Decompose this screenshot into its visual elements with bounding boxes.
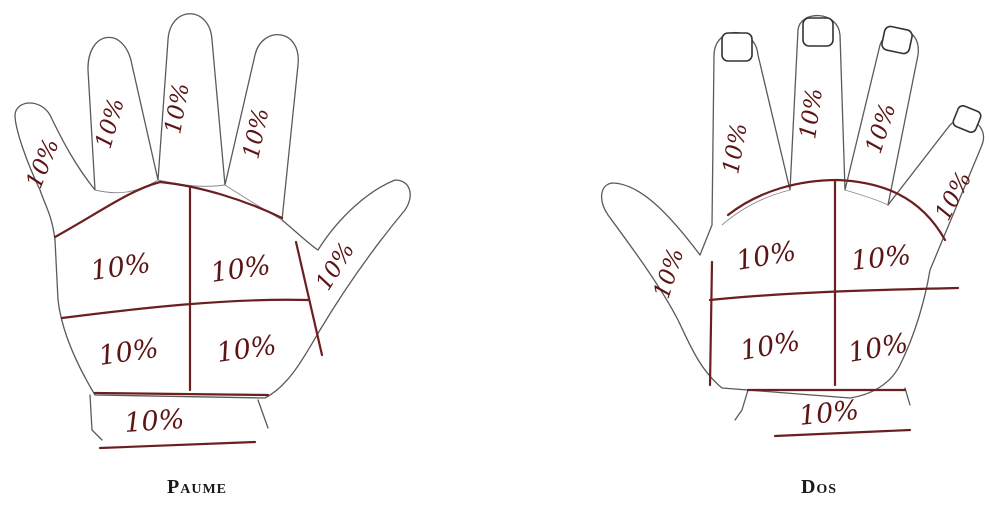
palm-label-upper-right: 10% <box>209 250 273 289</box>
palm-caption: Paume <box>97 476 297 499</box>
back-label-wrist: 10% <box>797 395 860 432</box>
back-label-lower-left: 10% <box>738 326 802 367</box>
palm-label-index-finger: 10% <box>238 106 274 161</box>
palm-label-ring-finger: 10% <box>91 95 130 151</box>
back-grid-underline <box>775 430 910 436</box>
back-label-middle-finger: 10% <box>795 87 828 141</box>
palm-grid-wrist <box>95 393 268 395</box>
back-label-little-finger: 10% <box>930 167 977 224</box>
back-wrist-left <box>735 390 748 420</box>
palm-grid-underline <box>100 442 255 448</box>
palm-grid-top <box>55 182 282 237</box>
back-label-thumb: 10% <box>649 245 690 302</box>
palm-label-upper-left: 10% <box>89 248 153 287</box>
middle-fingernail <box>803 18 833 46</box>
back-grid-thumb <box>710 262 712 385</box>
back-grid-top <box>728 180 945 240</box>
back-label-index-finger: 10% <box>718 121 752 176</box>
palm-label-thumb: 10% <box>311 238 360 295</box>
palm-grid-thumb <box>296 242 322 355</box>
back-label-ring-finger: 10% <box>861 100 902 157</box>
index-fingernail <box>722 33 752 61</box>
little-fingernail <box>952 104 982 133</box>
back-crease-1 <box>722 190 790 225</box>
back-hand: 10% 10% 10% 10% 10% 10% 10% 10% 10% 10% <box>602 16 984 436</box>
palm-label-lower-right: 10% <box>215 330 279 369</box>
back-caption: Dos <box>719 476 919 499</box>
palm-hand-outline <box>15 14 410 398</box>
ring-fingernail <box>881 25 913 54</box>
back-label-upper-left: 10% <box>734 236 798 277</box>
palm-label-lower-left: 10% <box>97 333 161 372</box>
palm-hand: 10% 10% 10% 10% 10% 10% 10% 10% 10% 10% <box>15 14 410 448</box>
back-label-upper-right: 10% <box>849 240 912 277</box>
palm-label-middle-finger: 10% <box>160 81 194 136</box>
palm-wrist-right <box>258 400 268 428</box>
back-crease-2 <box>845 190 888 205</box>
palm-wrist-left <box>90 395 102 440</box>
palm-label-wrist: 10% <box>123 404 185 439</box>
palm-grid-middle <box>62 300 308 318</box>
